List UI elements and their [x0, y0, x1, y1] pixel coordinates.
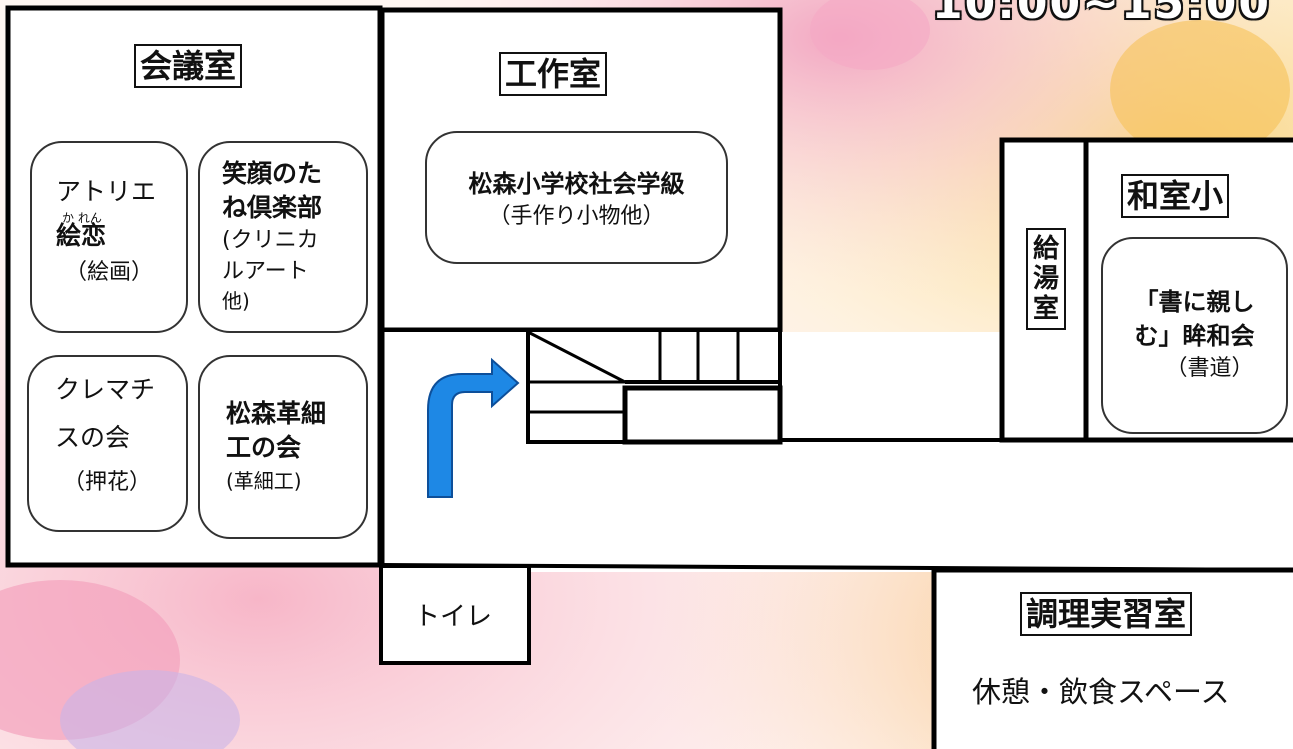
club-activity: （手作り小物他）: [488, 204, 665, 229]
club-card-matsumori-leather: 松森革細 工の会 (革細工): [198, 355, 368, 539]
club-name-line2: スの会: [55, 423, 131, 452]
club-card-clematis: クレマチ スの会 （押花）: [27, 355, 188, 532]
club-name-line2: 工の会: [226, 433, 302, 462]
hours-label: 10:00~15:00: [932, 0, 1271, 29]
club-card-matsumori-school: 松森小学校社会学級 （手作り小物他）: [425, 131, 728, 264]
club-name-ruby: か れん: [62, 211, 102, 225]
club-name: 松森小学校社会学級: [468, 170, 685, 198]
toilet-label: トイレ: [414, 602, 493, 632]
rest-space-label: 休憩・飲食スペース: [972, 675, 1230, 709]
club-name: 笑顔のた: [222, 159, 323, 188]
club-name: 松森革細: [226, 399, 327, 428]
club-name: クレマチ: [55, 375, 156, 404]
club-name: 「書に親し: [1134, 288, 1255, 316]
club-name-line2: ね倶楽部: [222, 193, 323, 222]
club-activity: (クリニカ: [222, 228, 319, 253]
direction-arrow: [427, 357, 520, 498]
club-card-bouwakai: 「書に親し む」眸和会 （書道）: [1101, 237, 1288, 434]
club-activity: （絵画）: [64, 260, 153, 285]
room-title-chouri: 調理実習室: [1020, 592, 1193, 636]
club-name: アトリエ: [56, 177, 157, 206]
room-title-kousakushitsu: 工作室: [499, 52, 608, 96]
club-activity-line2: ルアート: [222, 259, 309, 284]
club-card-atelier-eren: アトリエ か れん 絵恋 （絵画）: [30, 141, 188, 333]
club-name-line2: む」眸和会: [1134, 322, 1255, 350]
club-card-egao-club: 笑顔のた ね倶楽部 (クリニカ ルアート 他): [198, 141, 368, 333]
room-title-kyutoushitsu: 給湯室: [1026, 228, 1066, 330]
club-name-line2: 絵恋: [56, 221, 107, 250]
club-activity: （書道）: [1165, 356, 1254, 381]
room-title-kaigishitsu: 会議室: [134, 44, 243, 88]
club-activity-line3: 他): [222, 289, 250, 313]
room-title-washitsu-sho: 和室小: [1121, 174, 1230, 218]
club-activity: （押花）: [63, 470, 152, 495]
club-activity: (革細工): [226, 469, 302, 493]
